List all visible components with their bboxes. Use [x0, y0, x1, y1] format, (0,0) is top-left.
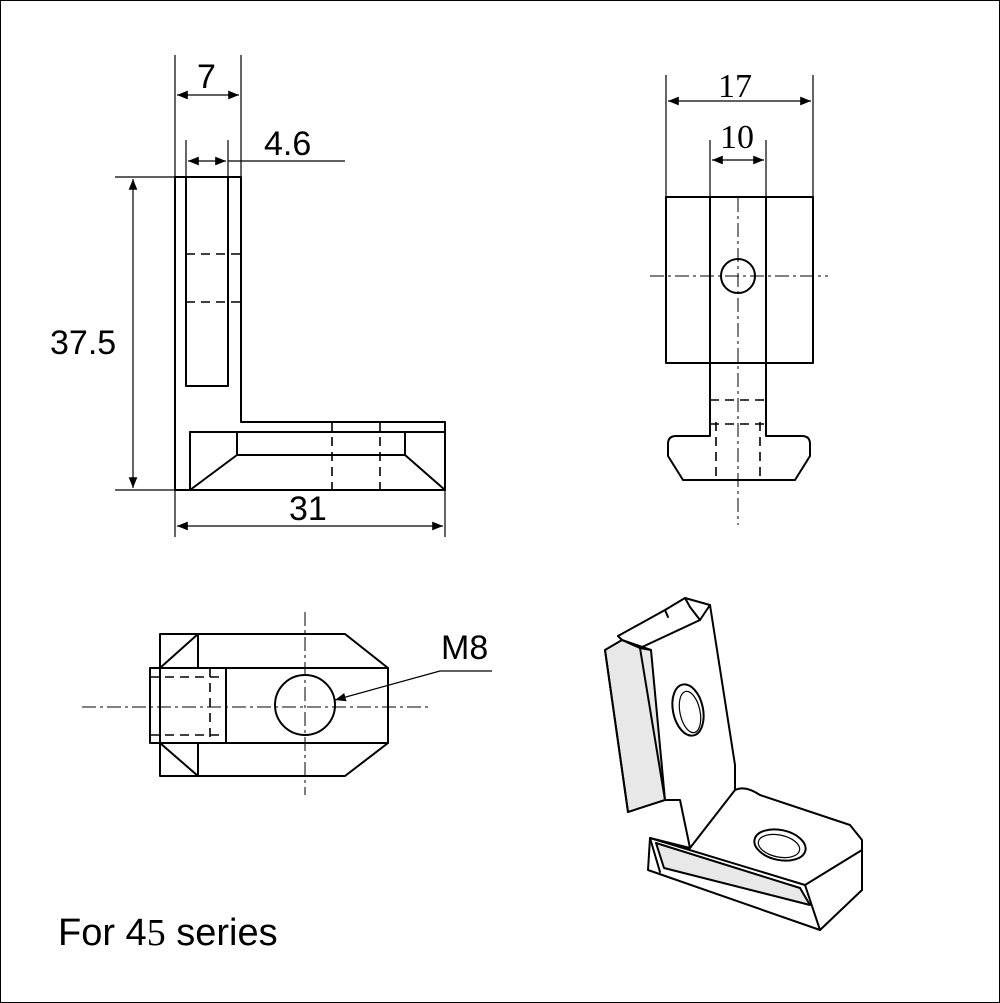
series-caption: For 45 series [58, 912, 278, 954]
dim-base-length: 31 [289, 490, 327, 528]
dim-slot-width: 4.6 [264, 125, 311, 163]
top-view: M8 [82, 612, 492, 795]
caption-prefix: For 4 [58, 912, 147, 954]
side-view: 17 10 [650, 68, 828, 525]
dim-overall-width: 17 [718, 68, 752, 105]
front-view: 7 4.6 37.5 31 [50, 55, 446, 537]
dim-height: 37.5 [50, 324, 116, 362]
dim-inner-width: 10 [720, 119, 754, 156]
caption-suffix: series [166, 912, 278, 954]
dim-width-top: 7 [197, 58, 216, 96]
thread-callout: M8 [441, 629, 488, 667]
isometric-view [604, 597, 863, 931]
caption-digit: 5 [147, 912, 166, 954]
